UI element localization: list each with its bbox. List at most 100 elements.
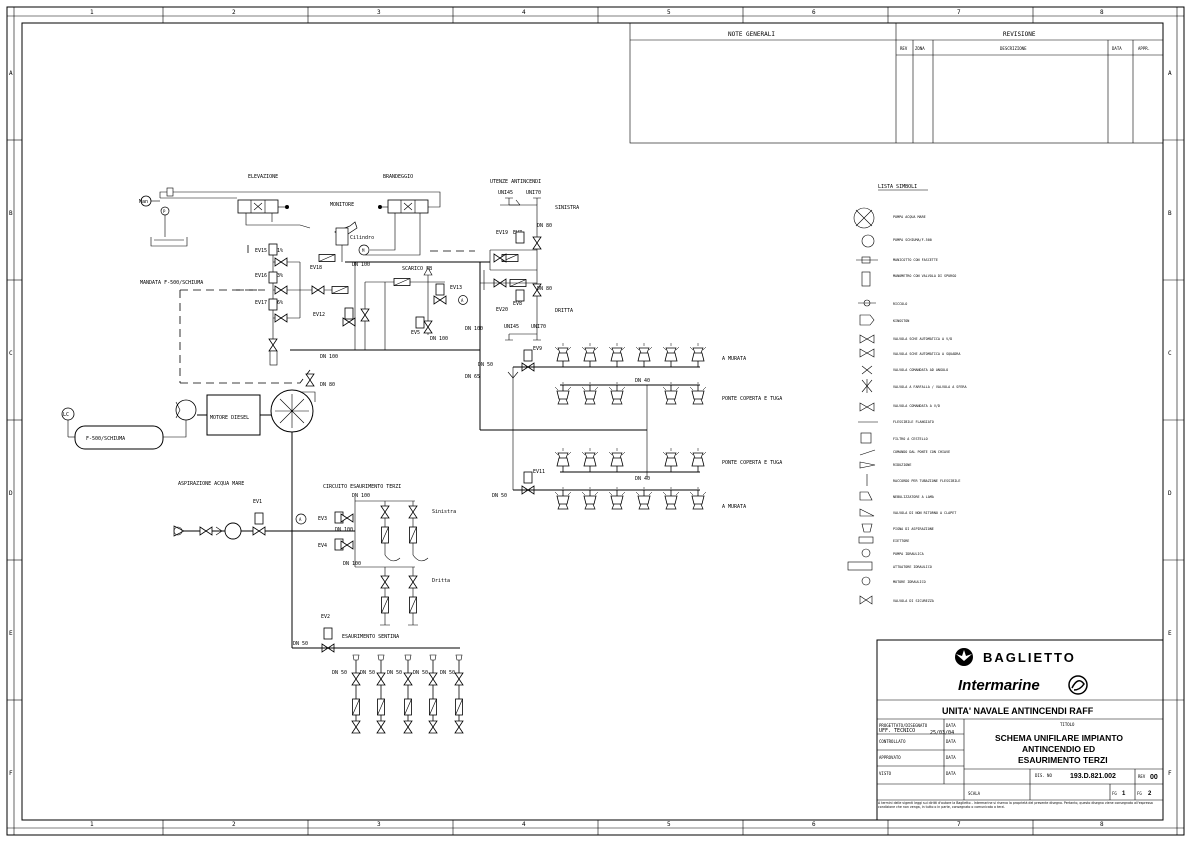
dn50-b1-label: DN 50 xyxy=(332,670,347,676)
legend-item-11: FLESSIBILE FLANGIATO xyxy=(893,420,934,424)
legend-item-10: VALVOLA COMANDATA A V/D xyxy=(893,404,940,408)
row-e: E xyxy=(9,630,13,637)
title-line-1: SCHEMA UNIFILARE IMPIANTO xyxy=(995,733,1123,743)
company2-name: Intermarine xyxy=(958,677,1040,694)
ponte-upper-label: PONTE COPERTA E TUGA xyxy=(722,396,782,402)
col-3: 3 xyxy=(377,9,381,16)
controllato-label: CONTROLLATO xyxy=(879,739,906,744)
circuito-label: CIRCUITO ESAURIMENTO TERZI xyxy=(323,484,401,490)
col-7-bottom: 7 xyxy=(957,821,961,828)
elevazione-label: ELEVAZIONE xyxy=(248,174,278,180)
pct1-label: 1% xyxy=(277,248,283,254)
legend: LISTA SIMBOLI xyxy=(847,184,967,605)
legend-item-17: VALVOLA DI NON RITORNO A CLAPET xyxy=(893,511,956,515)
ponte-lower-label: PONTE COPERTA E TUGA xyxy=(722,460,782,466)
legend-texts: POMPA ACQUA MARE POMPA SCHIUMA/F-500 MAN… xyxy=(893,215,967,603)
ev11-label: EV11 xyxy=(533,469,545,475)
legend-item-16: NEBULIZZATORE A LAMA xyxy=(893,495,934,499)
actuator-elevazione xyxy=(237,199,289,214)
row-f: F xyxy=(9,770,13,777)
a-murata-lower-label: A MURATA xyxy=(722,504,746,510)
fg-total: 2 xyxy=(1148,791,1152,797)
fg-label: FG xyxy=(1112,791,1117,796)
title-line-2: ANTINCENDIO ED xyxy=(1022,744,1095,754)
title-block: BAGLIETTO Intermarine UNITA' NAVALE ANTI… xyxy=(876,639,1164,821)
legend-item-6: VALVOLA SCHE AUTOMATICA A V/D xyxy=(893,337,952,341)
row-b: B xyxy=(9,210,13,217)
rev-value: 00 xyxy=(1150,774,1158,781)
legend-item-9: VALVOLA A FARFALLA / VALVOLA A SFERA xyxy=(893,385,967,389)
col-8-bottom: 8 xyxy=(1100,821,1104,828)
legend-item-2: MANICOTTO CON FASCETTE xyxy=(893,258,938,262)
legend-item-23: VALVOLA DI SICUREZZA xyxy=(893,599,934,603)
legend-item-4: RICCOLO xyxy=(893,302,907,306)
svg-text:A: A xyxy=(461,298,464,303)
ev19-label: EV19 xyxy=(496,230,508,236)
dis-no-label: DIS. NO xyxy=(1035,773,1052,778)
svg-text:P: P xyxy=(163,209,166,214)
legend-item-3: MANOMETRO CON VALVOLA DI SPURGO xyxy=(893,274,956,278)
motore-diesel-label: MOTORE DIESEL xyxy=(210,415,249,421)
col-6: 6 xyxy=(812,9,816,16)
title-line-3: ESAURIMENTO TERZI xyxy=(1018,755,1108,765)
row-b-right: B xyxy=(1168,210,1172,217)
data-label-1: DATA xyxy=(946,723,956,728)
dn50-b5-label: DN 50 xyxy=(440,670,455,676)
row-d: D xyxy=(9,490,13,497)
dn50-b2-label: DN 50 xyxy=(360,670,375,676)
approvato-label: APPROVATO xyxy=(879,755,901,760)
col-1: 1 xyxy=(90,9,94,16)
dn40-lower-label: DN 40 xyxy=(635,476,650,482)
legend-item-8: VALVOLA COMANDATA AD ANGOLO xyxy=(893,368,948,372)
monitor-section: ELEVAZIONE BRANDEGGIO MONITORE Man xyxy=(139,174,441,262)
brandeggio-label: BRANDEGGIO xyxy=(383,174,413,180)
dn40-upper-label: DN 40 xyxy=(635,378,650,384)
dn50-bilge-label: DN 50 xyxy=(293,641,308,647)
col-4: 4 xyxy=(522,9,526,16)
dn100-upper-label: DN 100 xyxy=(352,262,370,268)
a-murata-upper-label: A MURATA xyxy=(722,356,746,362)
legend-item-5: KINGSTON xyxy=(893,319,909,323)
aspirazione-label: ASPIRAZIONE ACQUA MARE xyxy=(178,481,244,487)
cilindro-label: Cilindro xyxy=(350,235,374,241)
ev13-label: EV13 xyxy=(450,285,462,291)
scala-label: SCALA xyxy=(968,791,981,796)
dn80-mid-label: DN 80 xyxy=(537,286,552,292)
fg-value: 1 xyxy=(1122,791,1126,797)
dn50-b4-label: DN 50 xyxy=(413,670,428,676)
data-value: 25/03/04 xyxy=(930,730,954,736)
esaurimento-label: ESAURIMENTO SENTINA xyxy=(342,634,399,640)
data-label-2: DATA xyxy=(946,739,956,744)
revision-title: REVISIONE xyxy=(1003,31,1036,38)
col-3-bottom: 3 xyxy=(377,821,381,828)
row-c: C xyxy=(9,350,13,357)
uni70-top-label: UNI70 xyxy=(526,190,541,196)
ev17-label: EV17 xyxy=(255,300,267,306)
pct6-label: 6% xyxy=(277,300,283,306)
ev20-label: EV20 xyxy=(496,307,508,313)
data-label-3: DATA xyxy=(946,755,956,760)
dn50-lower-label: DN 50 xyxy=(492,493,507,499)
uff-label: UFF. TECNICO xyxy=(879,728,915,734)
col-5: 5 xyxy=(667,9,671,16)
col-1-bottom: 1 xyxy=(90,821,94,828)
ev12-label: EV12 xyxy=(313,312,325,318)
bilge-drain: EV2 DN 50 ESAURIMENTO SENTINA DN 50 DN 5… xyxy=(292,614,463,733)
sinistra-lc-label: Sinistra xyxy=(432,509,456,515)
row-a-right: A xyxy=(1168,70,1172,77)
descrizione-col: DESCRIZIONE xyxy=(1000,46,1027,51)
pct3-label: 3% xyxy=(277,273,283,279)
baglietto-logo xyxy=(955,648,973,666)
dn100-riser-label: DN 100 xyxy=(465,326,483,332)
zona-col: ZONA xyxy=(915,46,925,51)
visto-label: VISTO xyxy=(879,771,892,776)
rev-label: REV xyxy=(1138,774,1146,779)
appr-col: APPR. xyxy=(1138,46,1150,51)
ev5-label: EV5 xyxy=(411,330,420,336)
legend-item-15: RACCORDO PER TUBAZIONE FLESSIBILE xyxy=(893,479,960,483)
header-tables xyxy=(629,22,1164,144)
ev1-label: EV1 xyxy=(253,499,262,505)
ev9-label: EV9 xyxy=(533,346,542,352)
col-6-bottom: 6 xyxy=(812,821,816,828)
legend-item-7: VALVOLA SCHE AUTOMATICA A SQUADRA xyxy=(893,352,960,356)
